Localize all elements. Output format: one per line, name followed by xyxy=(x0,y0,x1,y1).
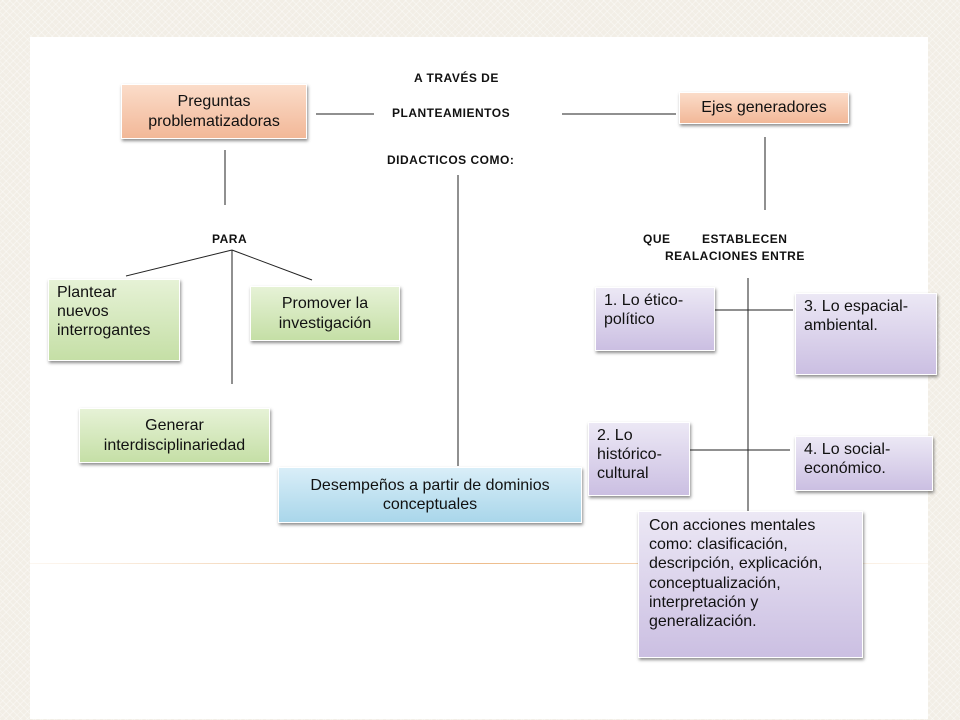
decorative-rule xyxy=(30,563,928,564)
branch-left xyxy=(125,249,233,277)
label-establecen: ESTABLECEN xyxy=(702,232,788,246)
node-generar: Generar interdisciplinariedad xyxy=(79,408,270,463)
node-plantear: Plantear nuevos interrogantes xyxy=(48,279,180,361)
branch-right xyxy=(231,249,313,281)
label-que: QUE xyxy=(643,232,671,246)
node-historico: 2. Lo histórico-cultural xyxy=(588,422,690,496)
label-through: A TRAVÉS DE xyxy=(414,71,499,85)
node-acciones: Con acciones mentales como: clasificació… xyxy=(638,511,863,658)
label-relations: REALACIONES ENTRE xyxy=(665,249,805,263)
label-didactic: DIDACTICOS COMO: xyxy=(387,153,515,167)
node-social: 4. Lo social-económico. xyxy=(795,436,933,491)
node-preguntas: Preguntas problematizadoras xyxy=(121,84,307,139)
label-para: PARA xyxy=(212,232,248,246)
node-etico: 1. Lo ético-político xyxy=(595,287,715,351)
node-promover: Promover la investigación xyxy=(250,286,400,341)
node-ejes: Ejes generadores xyxy=(679,92,849,124)
node-espacial: 3. Lo espacial-ambiental. xyxy=(795,293,937,375)
node-desempenos: Desempeños a partir de dominios conceptu… xyxy=(278,467,582,523)
label-approaches: PLANTEAMIENTOS xyxy=(392,106,511,120)
